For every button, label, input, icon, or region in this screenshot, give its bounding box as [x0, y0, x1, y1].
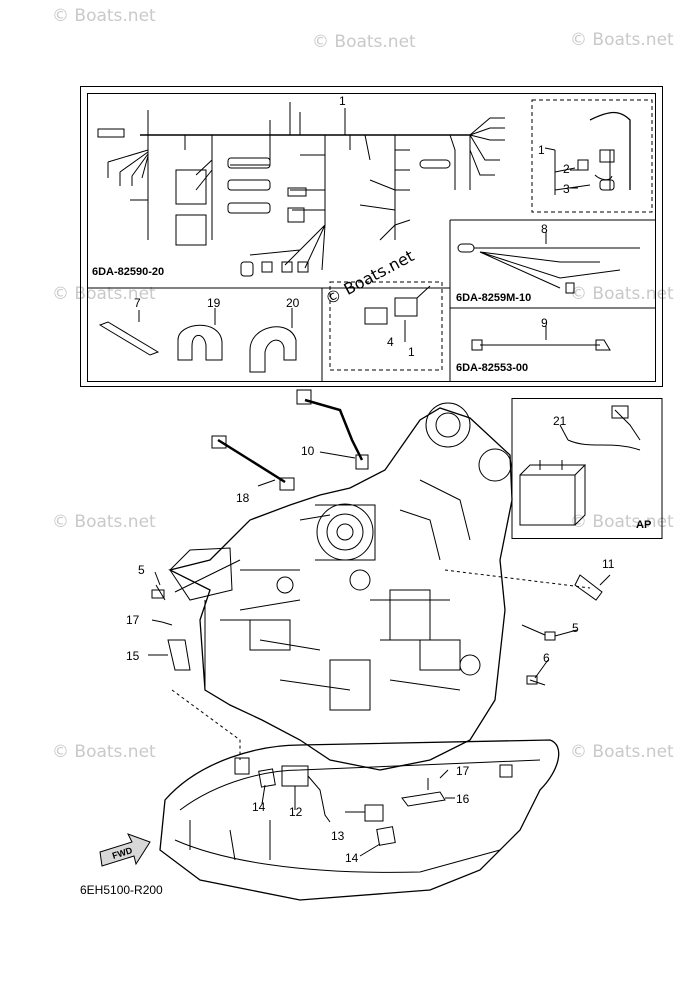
callout-13: 13 — [331, 829, 345, 843]
callout-4: 4 — [387, 335, 394, 349]
callout-1: 1 — [408, 345, 415, 359]
callout-7: 7 — [134, 296, 141, 310]
callout-8: 8 — [541, 222, 548, 236]
callout-6: 6 — [543, 651, 550, 665]
callout-19: 19 — [207, 296, 221, 310]
figure-code: 6EH5100-R200 — [80, 883, 163, 897]
callout-14: 14 — [345, 851, 359, 865]
callout-1: 1 — [339, 94, 346, 108]
callout-10: 10 — [301, 444, 315, 458]
top-frame — [80, 86, 663, 387]
callout-11: 11 — [602, 557, 615, 571]
connector-dashed-box — [329, 281, 443, 371]
callout-16: 16 — [456, 792, 470, 806]
callout-20: 20 — [286, 296, 300, 310]
callout-17: 17 — [456, 764, 470, 778]
lead-8-part-code: 6DA-8259M-10 — [456, 292, 532, 304]
callout-2: 2 — [563, 162, 570, 176]
callout-21: 21 — [553, 414, 567, 428]
inset-label: AP — [636, 519, 652, 531]
callout-5: 5 — [572, 621, 579, 635]
callout-5: 5 — [138, 563, 145, 577]
bottom-cowling — [159, 739, 560, 901]
harness-part-code: 6DA-82590-20 — [92, 266, 165, 278]
callout-9: 9 — [541, 316, 548, 330]
inner-frame — [87, 93, 656, 382]
callout-12: 12 — [289, 805, 303, 819]
lead-9-part-code: 6DA-82553-00 — [456, 362, 529, 374]
callout-14: 14 — [252, 800, 266, 814]
callout-18: 18 — [236, 491, 250, 505]
sensor-dashed-box — [531, 99, 653, 213]
callout-3: 3 — [563, 182, 570, 196]
ap-inset — [511, 398, 663, 539]
fwd-arrow — [99, 833, 151, 867]
engine-block — [168, 407, 513, 771]
callout-17: 17 — [126, 613, 140, 627]
callout-15: 15 — [126, 649, 140, 663]
callout-1: 1 — [538, 143, 545, 157]
